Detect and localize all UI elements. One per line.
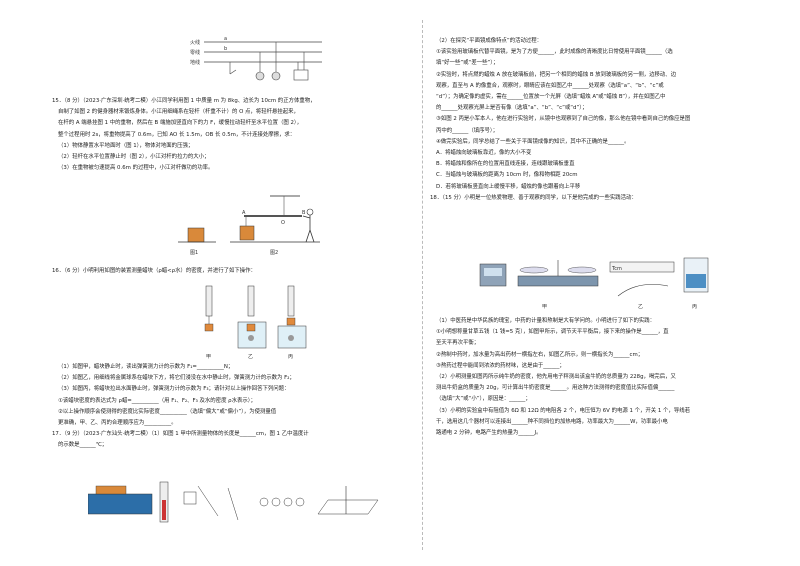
q18-line: ②熬制中药时，加水量为高出药材一横指左右，如图乙所示，则一横指长为______c… bbox=[436, 351, 644, 358]
switch-icon bbox=[229, 62, 237, 75]
optics-icon bbox=[183, 485, 239, 521]
mirror-line: （2）在探究“平面镜成像特点”的活动过程： bbox=[436, 38, 543, 44]
q18-line: ①小明想称量甘草五钱（1 钱=5 克），如图甲所示，调节天平平衡后，接下来的操作… bbox=[436, 329, 669, 336]
ruler-finger-icon: Tcm 乙 bbox=[609, 261, 675, 310]
person-icon bbox=[302, 208, 315, 243]
option-c: C．当蜡烛与玻璃板的距离为 10cm 时，像和物相距 20cm bbox=[436, 172, 578, 179]
mirror-line: ④做完实验后，同学总结了一些关于平面镜成像的知识，其中不正确的是______。 bbox=[436, 138, 630, 145]
q18-line: （2）小明测量如图丙所示纯牛奶的密度，他先用电子秤测出该盒牛奶的总质量为 228… bbox=[436, 374, 676, 381]
faces-icon bbox=[259, 497, 305, 507]
fig1-caption: 图1 bbox=[190, 250, 198, 256]
ruler-text: Tcm bbox=[611, 266, 622, 272]
wire-label-neutral: 零线 bbox=[190, 49, 200, 56]
wiring-figure: 火线 零线 地线 a b bbox=[190, 36, 322, 81]
lever-figure: 图1 A O B 图2 bbox=[178, 195, 320, 256]
ruler-icon bbox=[88, 485, 153, 515]
q18-block: （1）中医药是中华民族的瑰宝，中药的计量和熬制是大有学问的。小明进行了如下的实践… bbox=[430, 316, 760, 439]
mirror-line: 填“好一些”或“差一些”）； bbox=[436, 60, 499, 67]
spring-scale-figure: 甲 乙 丙 bbox=[204, 285, 307, 360]
caption-jia: 甲 bbox=[206, 354, 211, 360]
left-column: 15．（8 分）（2023·广东深圳·统考二模）小江同学利用图 1 中质量 m … bbox=[52, 96, 412, 174]
q16-line: 16．（6 分）小明利用如图的装置测量蜡块（ρ蜡<ρ水）的密度，并进行了如下操作… bbox=[52, 268, 256, 274]
caption-yi: 乙 bbox=[248, 353, 253, 360]
balance-icon: 甲 bbox=[479, 260, 599, 310]
mirror-line: 丙中的______（填序号）； bbox=[436, 127, 498, 134]
q15-line: 整个过程用时 2s，将重物提高了 0.6m，已知 AO 长 1.5m，OB 长 … bbox=[58, 131, 296, 138]
q18-figures: 甲 Tcm 乙 丙 bbox=[479, 257, 709, 310]
q18-line: （1）中医药是中华民族的瑰宝，中药的计量和熬制是大有学问的。小明进行了如下的实践… bbox=[436, 318, 656, 324]
q16-line: （1）如图甲，蜡块静止时，读出弹簧测力计的示数为 F₁=__________N； bbox=[58, 364, 234, 370]
mirror-line: ②实验时，将点燃的蜡烛 A 放在玻璃板前，把另一个相同的蜡烛 B 放到玻璃板的另… bbox=[436, 71, 677, 78]
right-column: （2）在探究“平面镜成像特点”的活动过程： ①该实验用玻璃板代替平面镜，是为了方… bbox=[430, 36, 760, 204]
q18-line: （3）小明的实验盒中有阻值为 6Ω 和 12Ω 的电阻各 2 个，电压恒为 6V… bbox=[436, 407, 690, 414]
caption-yi: 乙 bbox=[638, 303, 643, 310]
option-b: B．将蜡烛和像所在的位置用直线连接，连线跟玻璃板垂直 bbox=[436, 161, 575, 168]
q16-block: 16．（6 分）小明利用如图的装置测量蜡块（ρ蜡<ρ水）的密度，并进行了如下操作… bbox=[52, 266, 412, 277]
mark-b: b bbox=[224, 46, 227, 52]
q18-line: 至天平再次平衡； bbox=[436, 340, 480, 347]
mirror-setup-icon bbox=[317, 486, 379, 515]
point-B: B bbox=[302, 210, 306, 216]
q15-line: （2）轻杆在水平位置静止时（图 2），小江对杆的拉力的大小； bbox=[58, 154, 210, 161]
spring-scale-icon: 乙 bbox=[237, 285, 267, 360]
milk-box-icon: 丙 bbox=[683, 257, 709, 310]
q18-line: ③熬药过程中能闻到浓浓的药材味，这是由于______； bbox=[436, 362, 565, 369]
q17-figures bbox=[88, 481, 379, 523]
q15-line: （3）在重物被匀速提高 0.6m 的过程中，小江对杆做功的功率。 bbox=[58, 165, 214, 172]
q16-line: ①该蜡块密度的表达式为 ρ蜡=__________（用 F₁、F₂、F₃ 及水的… bbox=[58, 397, 256, 404]
mirror-line: ①该实验用玻璃板代替平面镜，是为了方便______，此时成像的清晰度比日常使用平… bbox=[436, 49, 673, 56]
q18-line: 路通电 2 分钟，电路产生的热量为______J。 bbox=[436, 430, 542, 437]
q18-line: 测出牛奶盒的质量为 20g，可计算出牛奶密度是______。用这种方法测得的密度… bbox=[436, 385, 675, 392]
q16-line: 更准确，甲、乙、丙的合理顺序应为__________。 bbox=[58, 420, 177, 427]
q16-questions: （1）如图甲，蜡块静止时，读出弹簧测力计的示数为 F₁=__________N；… bbox=[52, 362, 412, 452]
mirror-line: 的______处观察光屏上是否有像（选填“a”、“b”、“c”或“d”）； bbox=[436, 105, 588, 112]
cube-weight-icon: 图1 bbox=[178, 227, 216, 256]
q15-line: 15．（8 分）（2023·广东深圳·统考二模）小江同学利用图 1 中质量 m … bbox=[52, 98, 316, 104]
lamp-icon bbox=[271, 42, 281, 81]
lamp-icon bbox=[255, 52, 265, 81]
q16-line: ②以上操作顺序会使测得的密度比实际密度__________（选填“偏大”或“偏小… bbox=[58, 408, 277, 415]
spring-scale-icon: 丙 bbox=[277, 285, 307, 360]
wire-label-live: 火线 bbox=[190, 39, 200, 46]
thermometer-icon bbox=[159, 481, 169, 523]
mirror-line: “d”）；为确定像的虚实，需在______位置放一个光屏（选填“蜡烛 A”或“蜡… bbox=[436, 94, 666, 101]
option-a: A．将蜡烛向玻璃板靠近，像的大小不变 bbox=[436, 150, 532, 157]
wire-label-ground: 地线 bbox=[190, 59, 200, 66]
socket-icon bbox=[293, 52, 309, 81]
caption-jia: 甲 bbox=[542, 304, 547, 310]
caption-bing: 丙 bbox=[288, 354, 293, 360]
mirror-line: ③如图 2 丙是小军本人，他在进行实验时，从镜中也观察到了自己的像，那么他在镜中… bbox=[436, 116, 691, 123]
q18-line: 干，选用这几个器材可以连接出______种不同挡位的加热电路，功率最大为____… bbox=[436, 418, 668, 425]
spring-scale-icon: 甲 bbox=[204, 285, 214, 360]
q15-line: 在杆的 A 端悬挂图 1 中的重物，然后在 B 端施加竖直向下的力 F，缓慢拉动… bbox=[58, 120, 302, 127]
q16-line: （3）如图丙，将蜡块拉出水面静止时，弹簧测力计的示数为 F₃；请针对以上操作回答… bbox=[58, 386, 290, 393]
fig2-caption: 图2 bbox=[270, 250, 278, 256]
mark-a: a bbox=[224, 36, 227, 42]
column-divider bbox=[422, 20, 423, 550]
q18-line: （选填“大”或“小”），原因是：______； bbox=[436, 396, 531, 403]
mirror-line: 观察，直至与 A 的像重合，观察时，眼睛应该在如图乙中______处观察（选填“… bbox=[436, 82, 664, 89]
q17-line: 17．（9 分）（2023·广东汕头·统考二模）（1）如图 1 甲中所测量物体的… bbox=[52, 431, 309, 438]
q16-line: （2）如图乙，用细线将金属球系在蜡块下方，将它们浸没在水中静止时，弹簧测力计的示… bbox=[58, 375, 295, 382]
q15-line: （1）物体静置水平地面时（图 1），物体对地面的压强； bbox=[58, 142, 194, 149]
point-A: A bbox=[242, 210, 246, 216]
caption-bing: 丙 bbox=[692, 304, 697, 310]
point-O: O bbox=[281, 220, 285, 226]
q15-line: 自制了如图 2 的健身器材来锻炼身体。小江用细绳系在轻杆（杆重不计）的 O 点，… bbox=[58, 109, 299, 116]
lever-icon: A O B 图2 bbox=[230, 195, 320, 256]
q17-line: 的示数是______℃； bbox=[58, 442, 108, 449]
option-d: D．若将玻璃板竖直向上缓慢平移，蜡烛的像也跟着向上平移 bbox=[436, 183, 581, 190]
q18-intro: 18．（15 分）小明是一位热爱物理、善于观察的同学，以下是他完成的一些实践活动… bbox=[430, 194, 637, 201]
